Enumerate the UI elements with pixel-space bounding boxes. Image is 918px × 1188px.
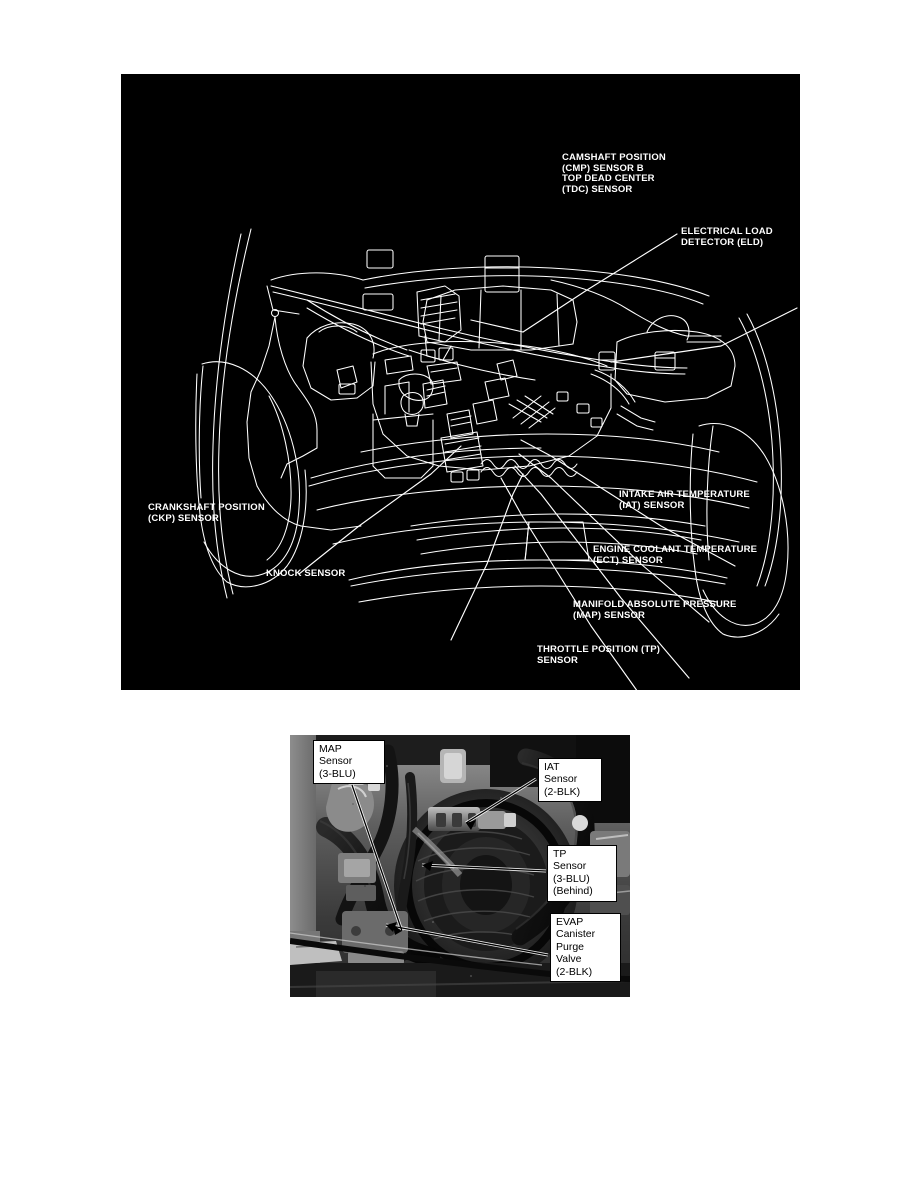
callout-cmp-tdc-sensor: CAMSHAFT POSITION (CMP) SENSOR B TOP DEA…: [562, 152, 666, 195]
engine-bay-line-art: [195, 228, 798, 690]
callout-knock-sensor: KNOCK SENSOR: [266, 568, 346, 579]
callout-tp-sensor: THROTTLE POSITION (TP) SENSOR: [537, 644, 661, 666]
photo-label-tp-sensor: TP Sensor (3-BLU) (Behind): [547, 845, 617, 902]
callout-iat-sensor: INTAKE AIR TEMPERATURE (IAT) SENSOR: [619, 489, 750, 511]
callout-map-sensor: MANIFOLD ABSOLUTE PRESSURE (MAP) SENSOR: [573, 599, 737, 621]
photo-label-iat-sensor: IAT Sensor (2-BLK): [538, 758, 602, 803]
photo-label-evap-purge-valve: EVAP Canister Purge Valve (2-BLK): [550, 913, 621, 983]
intake-manifold-photo: MAP Sensor (3-BLU) IAT Sensor (2-BLK) TP…: [290, 735, 630, 997]
photo-label-map-sensor: MAP Sensor (3-BLU): [313, 740, 385, 785]
callout-ect-sensor: ENGINE COOLANT TEMPERATURE (ECT) SENSOR: [593, 544, 758, 566]
callout-ckp-sensor: CRANKSHAFT POSITION (CKP) SENSOR: [148, 502, 265, 524]
engine-compartment-diagram: CAMSHAFT POSITION (CMP) SENSOR B TOP DEA…: [121, 74, 800, 690]
callout-electrical-load-detector: ELECTRICAL LOAD DETECTOR (ELD): [681, 226, 773, 248]
